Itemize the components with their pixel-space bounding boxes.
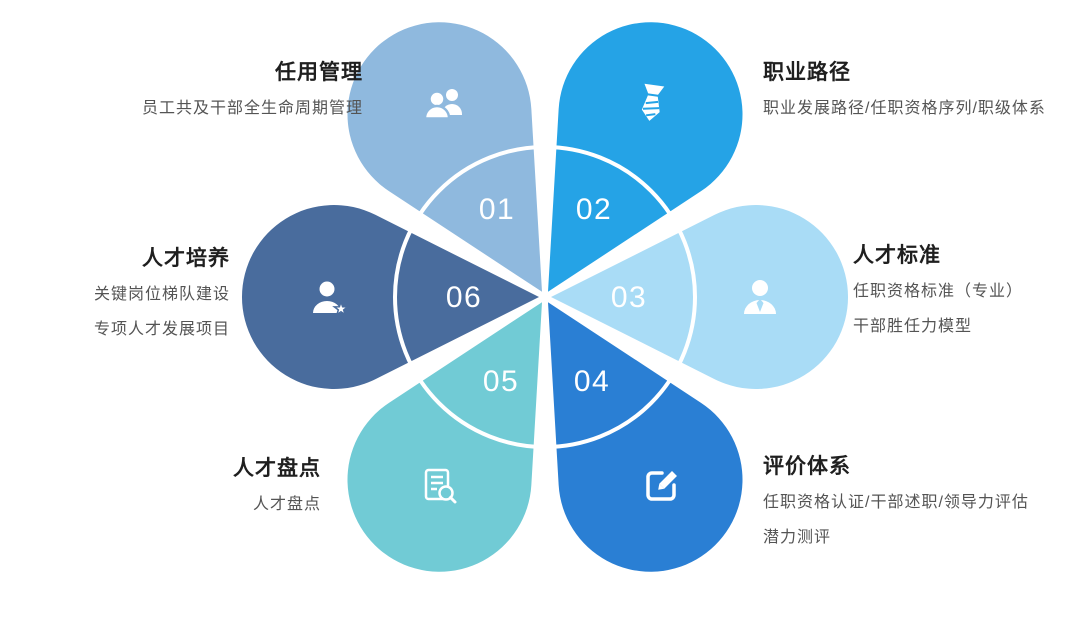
label-line: 职业发展路径/任职资格序列/职级体系	[763, 100, 1046, 117]
label-title: 评价体系	[763, 455, 851, 478]
document-search-icon	[424, 468, 457, 504]
petal-06-number: 06	[446, 281, 482, 314]
label-line: 潜力测评	[763, 529, 832, 546]
edit-icon	[646, 471, 677, 501]
label-rencai-peiyang: 人才培养 关键岗位梯队建设 专项人才发展项目	[94, 246, 230, 341]
petal-03-number: 03	[611, 281, 647, 314]
label-pingjia-tixi: 评价体系 任职资格认证/干部述职/领导力评估 潜力测评	[763, 454, 1029, 549]
petal-04-number: 04	[574, 365, 610, 398]
petal-05-shape	[347, 302, 542, 572]
petal-03-shape	[551, 205, 849, 390]
center-ring	[393, 145, 697, 449]
petal-02-number: 02	[576, 193, 612, 226]
label-line: 人才盘点	[252, 496, 321, 513]
label-title: 人才标准	[853, 244, 941, 267]
petal-05-number: 05	[483, 365, 519, 398]
label-line: 任职资格标准（专业）	[853, 283, 1024, 300]
label-title: 任用管理	[275, 61, 363, 84]
petal-01-number: 01	[479, 193, 515, 226]
label-rencai-pandian: 人才盘点 人才盘点	[233, 456, 321, 516]
label-title: 职业路径	[763, 61, 851, 84]
person-star-icon	[313, 281, 350, 317]
label-title: 人才培养	[142, 247, 230, 270]
petal-01	[347, 22, 542, 292]
users-icon	[423, 89, 462, 120]
label-rencai-biaozhun: 人才标准 任职资格标准（专业） 干部胜任力模型	[853, 243, 1023, 338]
petal-05	[347, 302, 542, 572]
petal-06-shape	[241, 204, 539, 389]
petal-02	[548, 22, 743, 292]
tie-icon	[641, 83, 665, 121]
label-line: 干部胜任力模型	[853, 318, 973, 335]
label-line: 专项人才发展项目	[93, 321, 230, 338]
petal-03	[551, 205, 849, 390]
person-icon	[744, 280, 776, 314]
petal-01-shape	[347, 22, 542, 292]
label-zhiye-lujing: 职业路径 职业发展路径/任职资格序列/职级体系	[763, 60, 1046, 120]
petal-06	[241, 204, 539, 389]
label-title: 人才盘点	[233, 457, 321, 480]
petal-04-shape	[548, 302, 743, 572]
label-line: 任职资格认证/干部述职/领导力评估	[763, 494, 1029, 511]
label-line: 员工共及干部全生命周期管理	[141, 100, 363, 117]
label-line: 关键岗位梯队建设	[93, 286, 230, 303]
petal-04	[548, 302, 743, 572]
label-renyong-guanli: 任用管理 员工共及干部全生命周期管理	[142, 60, 363, 120]
petal-02-shape	[548, 22, 743, 292]
